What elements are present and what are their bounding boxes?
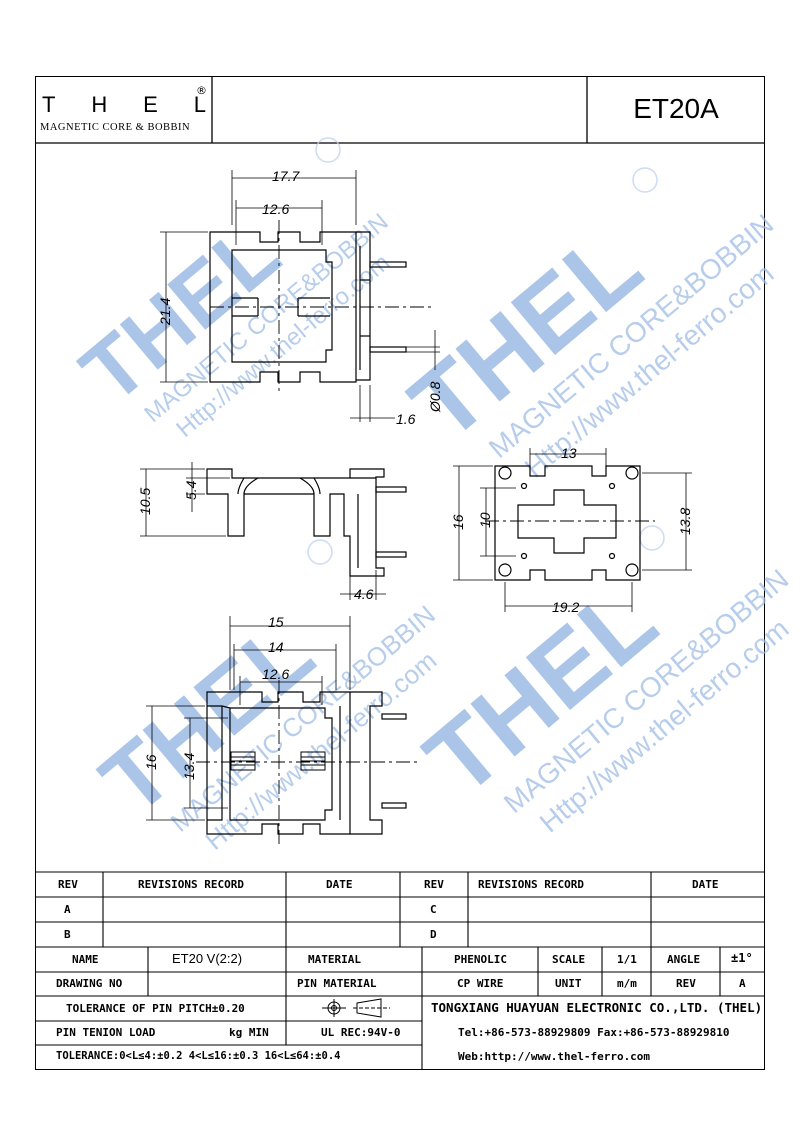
company-name: TONGXIANG HUAYUAN ELECTRONIC CO.,LTD. (T…	[431, 1000, 763, 1015]
revisions-header: REVISIONS RECORD	[138, 878, 244, 891]
rev-value: A	[739, 977, 746, 990]
logo-letter: H	[91, 92, 110, 117]
dim-label: 16	[450, 514, 466, 530]
dim-label: 19.2	[552, 599, 579, 615]
angle-label: ANGLE	[667, 953, 701, 966]
rev-label: REV	[676, 977, 696, 990]
name-value: ET20 V(2:2)	[172, 951, 243, 966]
dim-label: 12.6	[262, 201, 289, 217]
angle-value: ±1°	[731, 951, 753, 965]
dim-label: Ø0.8	[427, 381, 443, 413]
ul-rec: UL REC:94V-0	[321, 1026, 401, 1039]
scale-label: SCALE	[552, 953, 586, 966]
drawing-no-label: DRAWING NO	[56, 977, 123, 990]
contact-info: Tel:+86-573-88929809 Fax:+86-573-8892981…	[458, 1026, 730, 1039]
dim-label: 17.7	[272, 168, 300, 184]
corner-hole	[625, 563, 639, 577]
rev-row-label: D	[430, 928, 437, 941]
front-view: 15 14 12.6 16 13.4	[143, 614, 420, 848]
logo-letter: T	[42, 92, 58, 117]
dim-label: 13.4	[181, 753, 197, 780]
rev-header: REV	[424, 878, 444, 891]
name-label: NAME	[72, 953, 99, 966]
corner-hole	[498, 563, 512, 577]
pin-hole	[520, 482, 528, 490]
website: Web:http://www.thel-ferro.com	[458, 1050, 651, 1063]
registered-icon	[632, 167, 658, 193]
part-number: ET20A	[633, 93, 719, 124]
pin-material-value: CP WIRE	[457, 977, 504, 990]
top-view: 17.7 12.6 21.4 Ø0.8 1.6	[157, 168, 443, 427]
material-label: MATERIAL	[308, 953, 361, 966]
rev-header: REV	[58, 878, 78, 891]
logo-tagline: MAGNETIC CORE & BOBBIN	[40, 122, 191, 133]
scale-value: 1/1	[617, 953, 637, 966]
unit-value: m/m	[617, 977, 637, 990]
side-view: 10.5 5.4 4.6	[137, 462, 407, 602]
revisions-header: REVISIONS RECORD	[478, 878, 584, 891]
registered-icon	[307, 539, 333, 565]
logo-letter: L	[193, 92, 208, 117]
dim-label: 21.4	[157, 298, 173, 326]
pin-tension-unit: kg MIN	[229, 1026, 269, 1039]
general-tolerance: TOLERANCE:0<L≤4:±0.2 4<L≤16:±0.3 16<L≤64…	[56, 1050, 341, 1062]
registered-icon	[639, 525, 665, 551]
bottom-view: 13 19.2 16 10 13.8	[450, 445, 693, 615]
watermark: THEL MAGNETIC CORE&BOBBIN Http://www.the…	[64, 137, 795, 856]
rev-row-label: B	[64, 928, 71, 941]
pin-tension-label: PIN TENION LOAD	[56, 1026, 156, 1039]
pin-hole	[608, 482, 616, 490]
pin-hole	[608, 552, 616, 560]
tolerance-pin-pitch: TOLERANCE OF PIN PITCH±0.20	[66, 1002, 245, 1015]
rev-row-label: A	[64, 903, 71, 916]
dim-label: 13	[561, 445, 577, 461]
corner-hole	[625, 466, 639, 480]
dim-label: 12.6	[262, 666, 289, 682]
dim-label: 14	[268, 639, 284, 655]
dim-label: 15	[268, 614, 284, 630]
logo-wordmark: T H E L	[42, 92, 208, 118]
rev-row-label: C	[430, 903, 437, 916]
logo-letter: E	[143, 92, 160, 117]
registered-icon: ®	[196, 84, 207, 97]
pin-hole	[520, 552, 528, 560]
dim-label: 5.4	[183, 480, 199, 500]
dim-label: 1.6	[396, 411, 416, 427]
dim-label: 13.8	[677, 508, 693, 535]
dim-label: 10.5	[137, 488, 153, 515]
dim-label: 4.6	[354, 586, 374, 602]
date-header: DATE	[326, 878, 353, 891]
registered-icon	[315, 137, 341, 163]
unit-label: UNIT	[555, 977, 582, 990]
pin-material-label: PIN MATERIAL	[297, 977, 377, 990]
header-frame	[35, 76, 765, 144]
projection-symbol	[322, 998, 390, 1018]
title-block-grid	[35, 871, 765, 1070]
date-header: DATE	[692, 878, 719, 891]
dim-label: 10	[477, 512, 493, 528]
corner-hole	[498, 466, 512, 480]
dim-label: 16	[143, 754, 159, 770]
drawing-sheet	[35, 76, 765, 1070]
material-value: PHENOLIC	[454, 953, 507, 966]
